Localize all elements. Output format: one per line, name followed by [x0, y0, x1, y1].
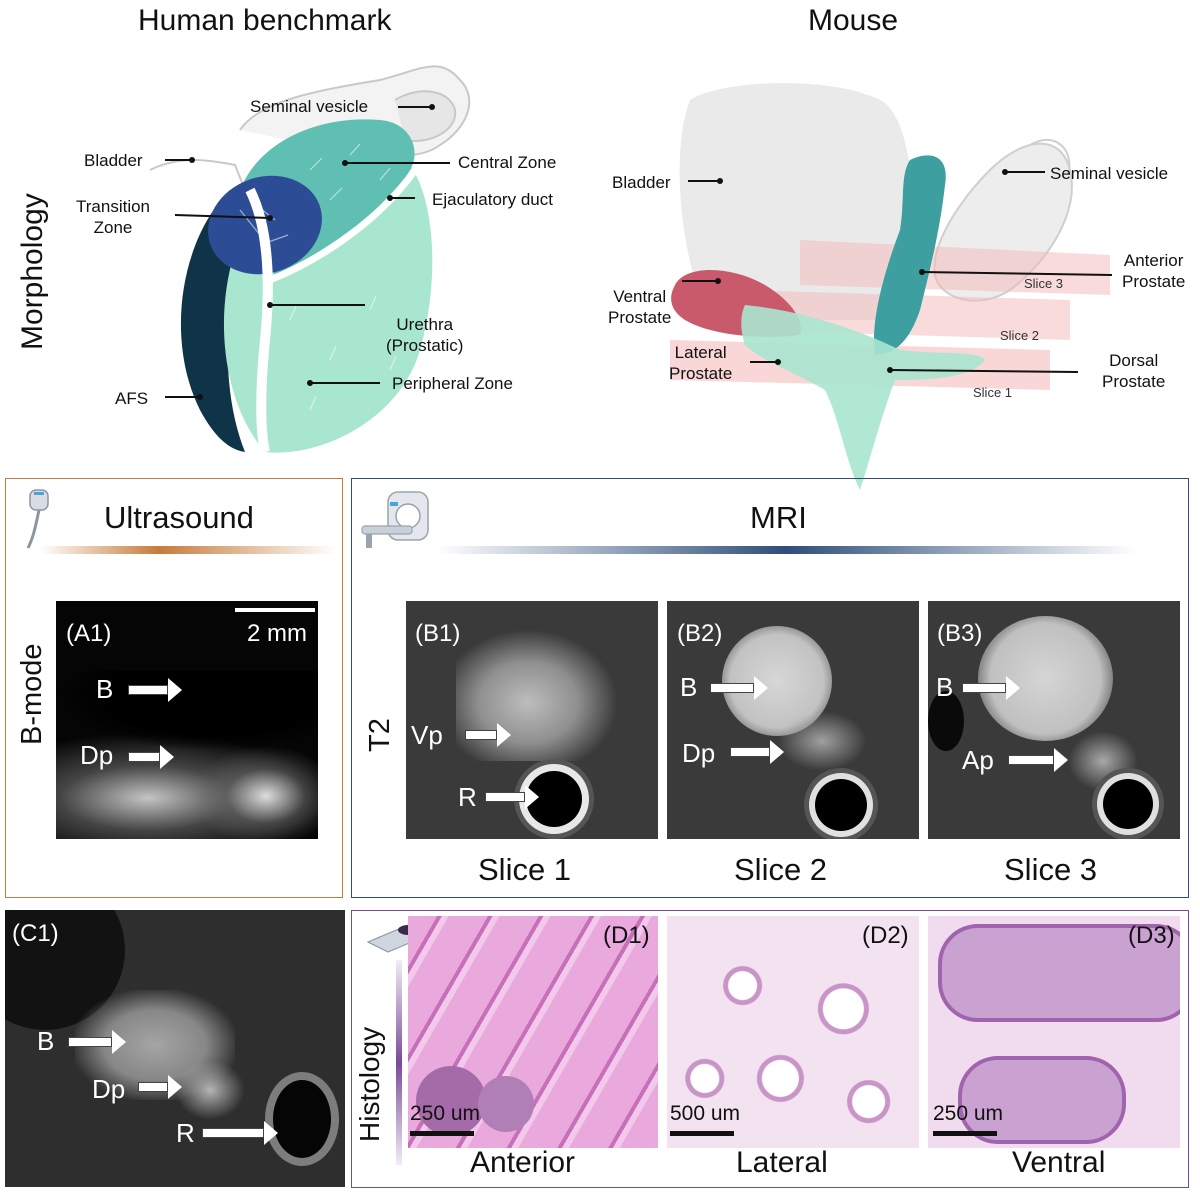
d1-scale-bar — [410, 1131, 474, 1136]
ct-image-c1 — [5, 910, 345, 1187]
b3-b-label: B — [936, 672, 954, 702]
c1-b-label: B — [37, 1026, 55, 1056]
b1-panel-label: (B1) — [415, 620, 461, 647]
a1-scale-bar — [235, 608, 315, 612]
slice1-caption: Slice 1 — [478, 852, 572, 887]
mri-frame — [351, 478, 1189, 898]
slice2-caption: Slice 2 — [734, 852, 828, 887]
anterior-prostate-region — [874, 155, 946, 355]
b1-vp-arrow — [465, 723, 511, 747]
mri-image-b3 — [928, 601, 1180, 839]
a1-dp-label: Dp — [80, 740, 114, 770]
a1-panel-label: (A1) — [66, 620, 112, 647]
lateral-caption: Lateral — [736, 1146, 828, 1179]
mri-title-bar — [436, 546, 1136, 554]
b1-r-arrow — [485, 785, 539, 809]
mri-image-b1 — [406, 601, 658, 839]
c1-b-arrow — [68, 1030, 126, 1054]
a1-bladder-label: B — [96, 674, 114, 704]
mouse-bladder-label: Bladder — [612, 173, 671, 192]
lateral-dorsal-region — [741, 305, 985, 490]
b2-b-label: B — [680, 672, 698, 702]
afs-label: AFS — [115, 389, 149, 408]
a1-bladder-arrow — [128, 678, 182, 702]
mouse-seminal-vesicle-label: Seminal vesicle — [1050, 164, 1169, 183]
a1-dp-arrow — [128, 745, 174, 769]
mri-image-b2 — [667, 601, 919, 839]
d2-panel-label: (D2) — [862, 922, 909, 949]
anterior-caption: Anterior — [470, 1146, 576, 1179]
ventral-caption: Ventral — [1012, 1146, 1106, 1179]
peripheral-zone-label: Peripheral Zone — [392, 374, 513, 393]
b1-r-label: R — [458, 782, 477, 812]
histology-image-d3 — [928, 916, 1180, 1148]
morphology-label: Morphology — [16, 193, 49, 350]
lateral-prostate-label: Lateral Prostate — [669, 343, 733, 384]
b3-ap-label: Ap — [962, 745, 994, 775]
b2-dp-arrow — [730, 740, 784, 764]
histology-label: Histology — [354, 1026, 385, 1142]
mri-scanner-icon — [361, 491, 429, 548]
b2-dp-label: Dp — [682, 738, 716, 768]
c1-panel-label: (C1) — [12, 920, 59, 947]
ejaculatory-duct-label: Ejaculatory duct — [432, 190, 553, 209]
b3-b-arrow — [962, 676, 1020, 700]
peripheral-zone-region — [223, 165, 433, 453]
d2-scale-bar — [670, 1131, 734, 1136]
histology-frame — [351, 910, 1189, 1188]
b1-vp-label: Vp — [411, 720, 443, 750]
t2-label: T2 — [364, 718, 396, 752]
d2-scale-label: 500 um — [670, 1102, 741, 1125]
d3-scale-label: 250 um — [933, 1102, 1004, 1125]
d1-scale-label: 250 um — [410, 1102, 481, 1125]
seminal-vesicle-label: Seminal vesicle — [250, 97, 369, 116]
c1-dp-arrow — [138, 1075, 182, 1099]
b2-b-arrow — [710, 676, 768, 700]
urethra-label: Urethra (Prostatic) — [386, 315, 464, 356]
a1-scale-label: 2 mm — [247, 620, 307, 647]
d3-scale-bar — [933, 1131, 997, 1136]
c1-r-label: R — [176, 1118, 195, 1148]
bladder-label: Bladder — [84, 151, 143, 170]
human-prostate-diagram — [149, 65, 471, 454]
dorsal-prostate-label: Dorsal Prostate — [1102, 351, 1166, 392]
transition-zone-label: Transition Zone — [76, 197, 151, 238]
ventral-prostate-label: Ventral Prostate — [608, 287, 672, 328]
mouse-prostate-diagram — [670, 83, 1113, 490]
histology-image-d1 — [408, 916, 658, 1148]
mouse-title: Mouse — [808, 4, 899, 37]
anterior-prostate-label: Anterior Prostate — [1122, 251, 1186, 292]
slice3-caption: Slice 3 — [1004, 852, 1098, 887]
central-zone-label: Central Zone — [458, 153, 557, 172]
slice1-label: Slice 1 — [973, 385, 1013, 400]
b3-ap-arrow — [1008, 748, 1068, 772]
c1-dp-label: Dp — [92, 1074, 126, 1104]
slice3-plane — [800, 240, 1110, 295]
b3-panel-label: (B3) — [937, 620, 983, 647]
c1-r-arrow — [202, 1121, 278, 1145]
mri-title: MRI — [750, 500, 807, 535]
b-mode-label: B-mode — [16, 643, 48, 745]
human-benchmark-title: Human benchmark — [138, 4, 392, 37]
ultrasound-title-bar — [40, 546, 336, 554]
ultrasound-title: Ultrasound — [104, 500, 254, 535]
slice2-label: Slice 2 — [1000, 328, 1040, 343]
slice3-label: Slice 3 — [1024, 276, 1064, 291]
b2-panel-label: (B2) — [677, 620, 723, 647]
ultrasound-probe-icon — [26, 489, 49, 549]
d1-panel-label: (D1) — [603, 922, 650, 949]
histology-image-d2 — [667, 916, 919, 1148]
ultrasound-image-a1 — [56, 601, 318, 839]
ultrasound-frame — [5, 478, 343, 898]
d3-panel-label: (D3) — [1128, 922, 1175, 949]
histology-bar — [396, 960, 402, 1165]
